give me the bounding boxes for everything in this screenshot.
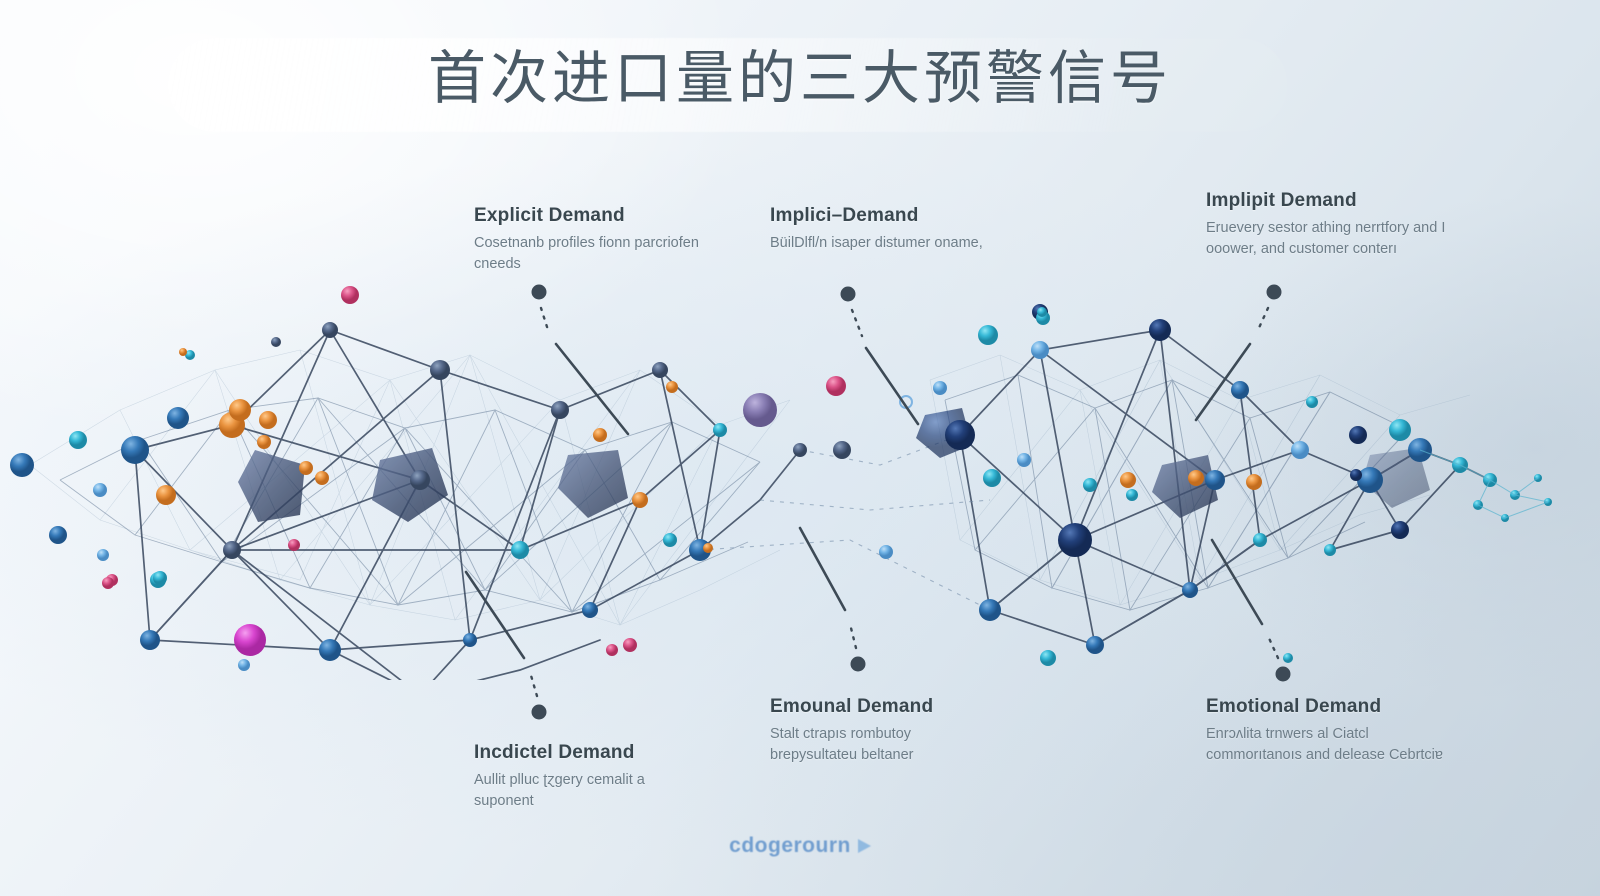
annotation-title: Explicit Demand xyxy=(474,205,625,226)
network-graph-illustration xyxy=(10,286,1552,680)
annotation-title: Implici–Demand xyxy=(770,205,919,226)
annotation-body: Enrɔʌlita trnwers al Ciatcl commorıtanoı… xyxy=(1206,726,1443,764)
annotation-incdictel-demand[interactable]: Incdictel Demand Aullit plluc ʈɀgery cem… xyxy=(474,742,704,812)
annotation-body: Aullit plluc ʈɀgery cemalit a suponent xyxy=(474,772,645,810)
annotation-explicit-demand[interactable]: Explicit Demand Cosetnanb profiles fionn… xyxy=(474,205,704,275)
footer-watermark: cdogerourn xyxy=(0,834,1600,858)
network-nodes-left xyxy=(10,286,851,671)
annotation-body: Stalt ctrapıs rombutoy brepysultateu bel… xyxy=(770,726,914,764)
annotation-title: Incdictel Demand xyxy=(474,742,635,763)
annotation-title: Emotional Demand xyxy=(1206,696,1382,717)
leader-dot-incdictel xyxy=(531,704,547,720)
annotation-body: Eruevery sestor athing nerrtfory and I o… xyxy=(1206,220,1446,258)
play-triangle-icon xyxy=(857,839,871,853)
annotation-implipit-demand[interactable]: Implipit Demand Eruevery sestor athing n… xyxy=(1206,190,1456,260)
watermark-text: cdogerourn xyxy=(729,834,851,857)
title-pill-backdrop xyxy=(168,38,1288,132)
annotation-emounal-demand[interactable]: Emounal Demand Stalt ctrapıs rombutoy br… xyxy=(770,696,1000,766)
annotation-emotional-demand[interactable]: Emotional Demand Enrɔʌlita trnwers al Ci… xyxy=(1206,696,1458,766)
network-nodes-right xyxy=(879,304,1552,666)
network-tail-edges xyxy=(1419,449,1549,519)
page-title: 首次进口量的三大预警信号 xyxy=(427,44,1172,112)
annotation-body: BüilDlfl/n isaper distumer oname, xyxy=(770,235,983,251)
network-bridge-edges xyxy=(699,434,991,611)
annotation-body: Cosetnanb profiles fionn parcriofen cnee… xyxy=(474,235,699,273)
annotation-title: Implipit Demand xyxy=(1206,190,1357,211)
annotation-title: Emounal Demand xyxy=(770,696,934,717)
annotation-implicit-demand[interactable]: Implici–Demand BüilDlfl/n isaper distume… xyxy=(770,205,1000,254)
